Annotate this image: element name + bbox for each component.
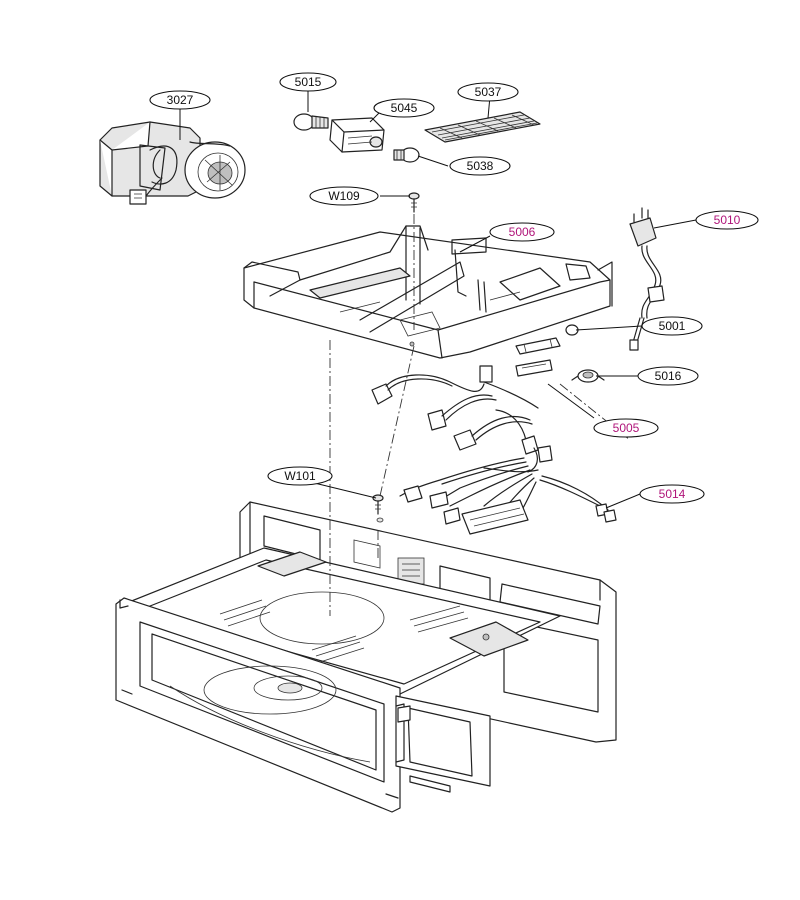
label-5005-text: 5005 xyxy=(613,421,640,435)
power-cord xyxy=(629,207,665,351)
screw-w109 xyxy=(408,192,420,213)
wiring-harness xyxy=(371,365,617,535)
oven-cavity-chassis xyxy=(115,501,617,813)
label-5016: 5016 xyxy=(637,366,699,386)
label-5006-text: 5006 xyxy=(509,225,536,239)
label-5001: 5001 xyxy=(641,316,703,336)
label-w101: W101 xyxy=(267,466,333,486)
label-w109: W109 xyxy=(309,186,379,206)
label-5038-text: 5038 xyxy=(467,159,494,173)
small-lamp-bulb xyxy=(393,147,420,163)
fan-motor-assembly xyxy=(99,121,246,205)
lamp-socket xyxy=(329,117,385,153)
label-w109-text: W109 xyxy=(328,189,360,203)
air-guide-bracket xyxy=(243,225,613,359)
label-3027-text: 3027 xyxy=(167,93,194,107)
label-5037: 5037 xyxy=(457,82,519,102)
label-5045-text: 5045 xyxy=(391,101,418,115)
label-5014-text: 5014 xyxy=(659,487,686,501)
fuse-holder xyxy=(515,359,553,377)
label-5015-text: 5015 xyxy=(295,75,322,89)
label-5015: 5015 xyxy=(279,72,337,92)
label-w101-text: W101 xyxy=(284,469,316,483)
label-5001-text: 5001 xyxy=(659,319,686,333)
label-5045: 5045 xyxy=(373,98,435,118)
fuse xyxy=(515,324,579,355)
label-3027: 3027 xyxy=(149,90,211,110)
label-5010: 5010 xyxy=(695,210,759,230)
label-5014: 5014 xyxy=(639,484,705,504)
label-5010-text: 5010 xyxy=(714,213,741,227)
grease-filter xyxy=(424,111,541,143)
label-5005: 5005 xyxy=(593,418,659,438)
lamp-bulb xyxy=(293,113,329,131)
label-5037-text: 5037 xyxy=(475,85,502,99)
leader-lines xyxy=(179,88,697,509)
label-5006: 5006 xyxy=(489,222,555,242)
label-5016-text: 5016 xyxy=(655,369,682,383)
screw-w101 xyxy=(372,494,384,523)
label-5038: 5038 xyxy=(449,156,511,176)
